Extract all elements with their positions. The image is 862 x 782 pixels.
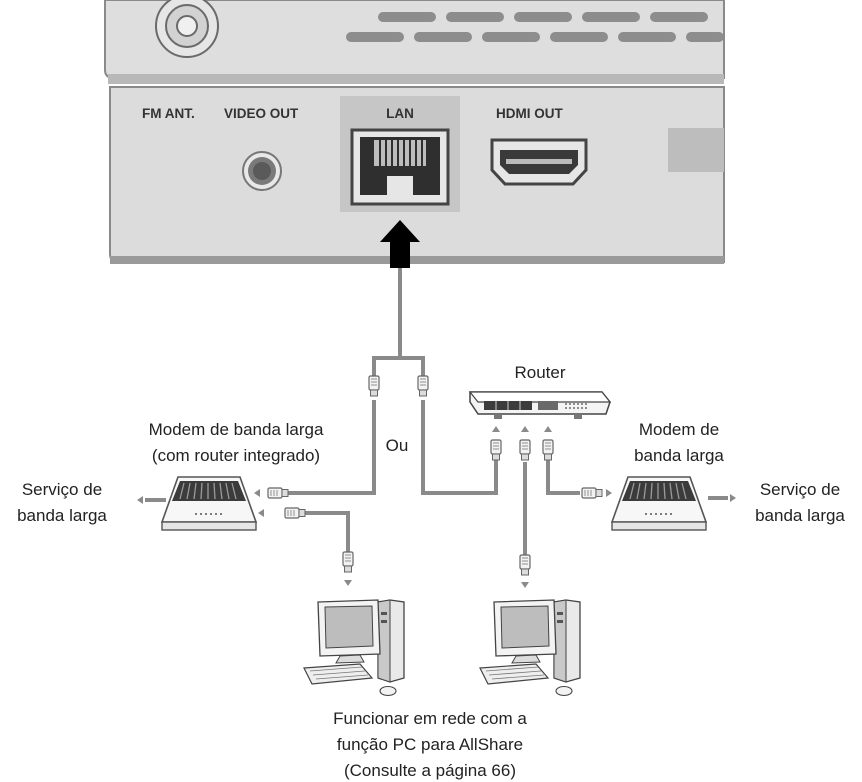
caption-line1: Funcionar em rede com a bbox=[333, 709, 527, 728]
service-right-label-line1: Serviço de bbox=[760, 480, 840, 499]
broadband-modem bbox=[611, 476, 707, 531]
pc-left bbox=[303, 599, 405, 697]
caption-line3: (Consulte a página 66) bbox=[344, 761, 516, 780]
modem-router-label-line2: (com router integrado) bbox=[152, 446, 320, 465]
fm-antenna-connector bbox=[155, 0, 219, 58]
lan-label: LAN bbox=[386, 106, 414, 121]
hdmi-out-label: HDMI OUT bbox=[496, 106, 563, 121]
cables bbox=[145, 268, 728, 558]
ventilation-slots bbox=[346, 12, 724, 42]
hdmi-port bbox=[490, 138, 588, 186]
caption-line2: função PC para AllShare bbox=[337, 735, 523, 754]
panel-block bbox=[668, 128, 724, 172]
pc-right bbox=[479, 599, 581, 697]
video-out-label: VIDEO OUT bbox=[224, 106, 299, 121]
service-right-label-line2: banda larga bbox=[755, 506, 845, 525]
router-device bbox=[468, 391, 612, 419]
device-rear-panel: FM ANT. VIDEO OUT LAN HDMI OUT bbox=[104, 0, 725, 268]
video-out-jack bbox=[242, 151, 282, 191]
fm-ant-label: FM ANT. bbox=[142, 106, 195, 121]
lan-insert-arrow bbox=[380, 220, 420, 268]
modem-right-label-line1: Modem de bbox=[639, 420, 719, 439]
modem-right-label-line2: banda larga bbox=[634, 446, 724, 465]
router-label: Router bbox=[514, 363, 565, 382]
lan-port bbox=[350, 128, 450, 206]
modem-router-label-line1: Modem de banda larga bbox=[149, 420, 324, 439]
or-label: Ou bbox=[386, 436, 409, 455]
service-left-label-line1: Serviço de bbox=[22, 480, 102, 499]
modem-with-router bbox=[161, 476, 257, 531]
service-left-label-line2: banda larga bbox=[17, 506, 107, 525]
